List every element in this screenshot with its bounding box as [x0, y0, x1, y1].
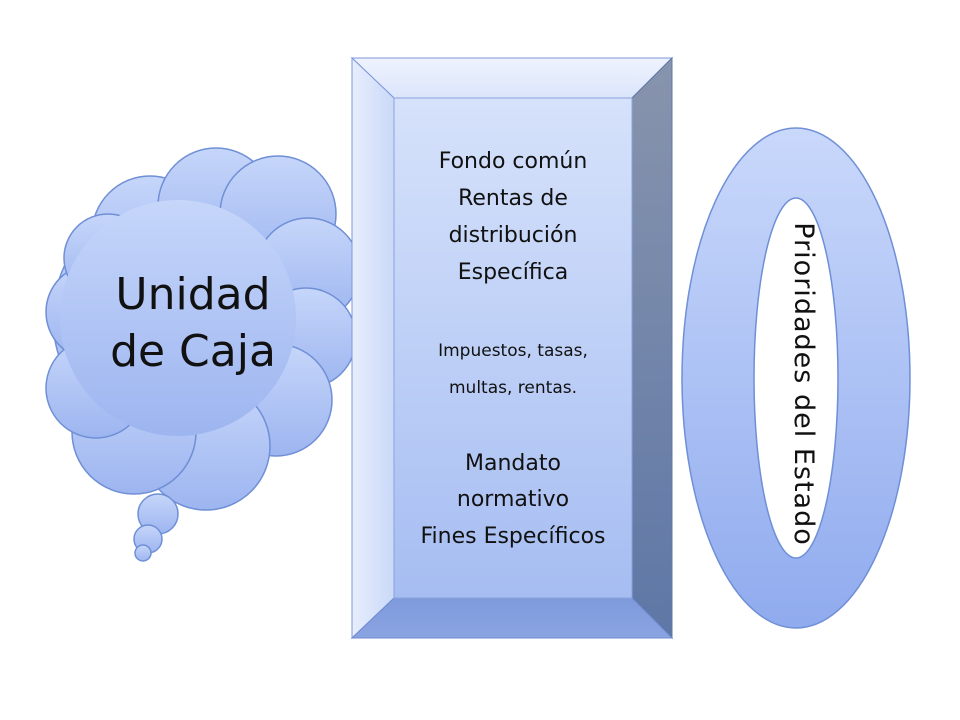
- cloud-bubble-small: [134, 544, 152, 562]
- bevel-text-block-1: Fondo común Rentas de distribución Espec…: [439, 149, 588, 285]
- bevel-line: multas, rentas.: [449, 378, 577, 398]
- bevel-line: Impuestos, tasas,: [438, 341, 588, 361]
- priority-ring: Prioridades del Estado: [681, 127, 911, 629]
- bevel-line: normativo: [457, 487, 569, 512]
- bevel-line: Rentas de: [458, 186, 568, 211]
- bevel-box: Fondo común Rentas de distribución Espec…: [350, 56, 674, 640]
- bevel-line: Mandato: [465, 451, 561, 476]
- bevel-line: distribución: [449, 223, 578, 248]
- bevel-line: Fondo común: [439, 149, 588, 174]
- bevel-line: Fines Específicos: [420, 524, 605, 549]
- bevel-text-block-2: Impuestos, tasas, multas, rentas.: [438, 341, 588, 398]
- ring-label: Prioridades del Estado: [788, 222, 819, 546]
- cloud-title-line2: de Caja: [110, 326, 276, 377]
- thought-cloud: Unidad de Caja: [45, 147, 361, 562]
- cloud-title-line1: Unidad: [115, 269, 270, 320]
- bevel-text-block-3: Mandato normativo Fines Específicos: [420, 451, 605, 549]
- bevel-line: Específica: [458, 260, 569, 285]
